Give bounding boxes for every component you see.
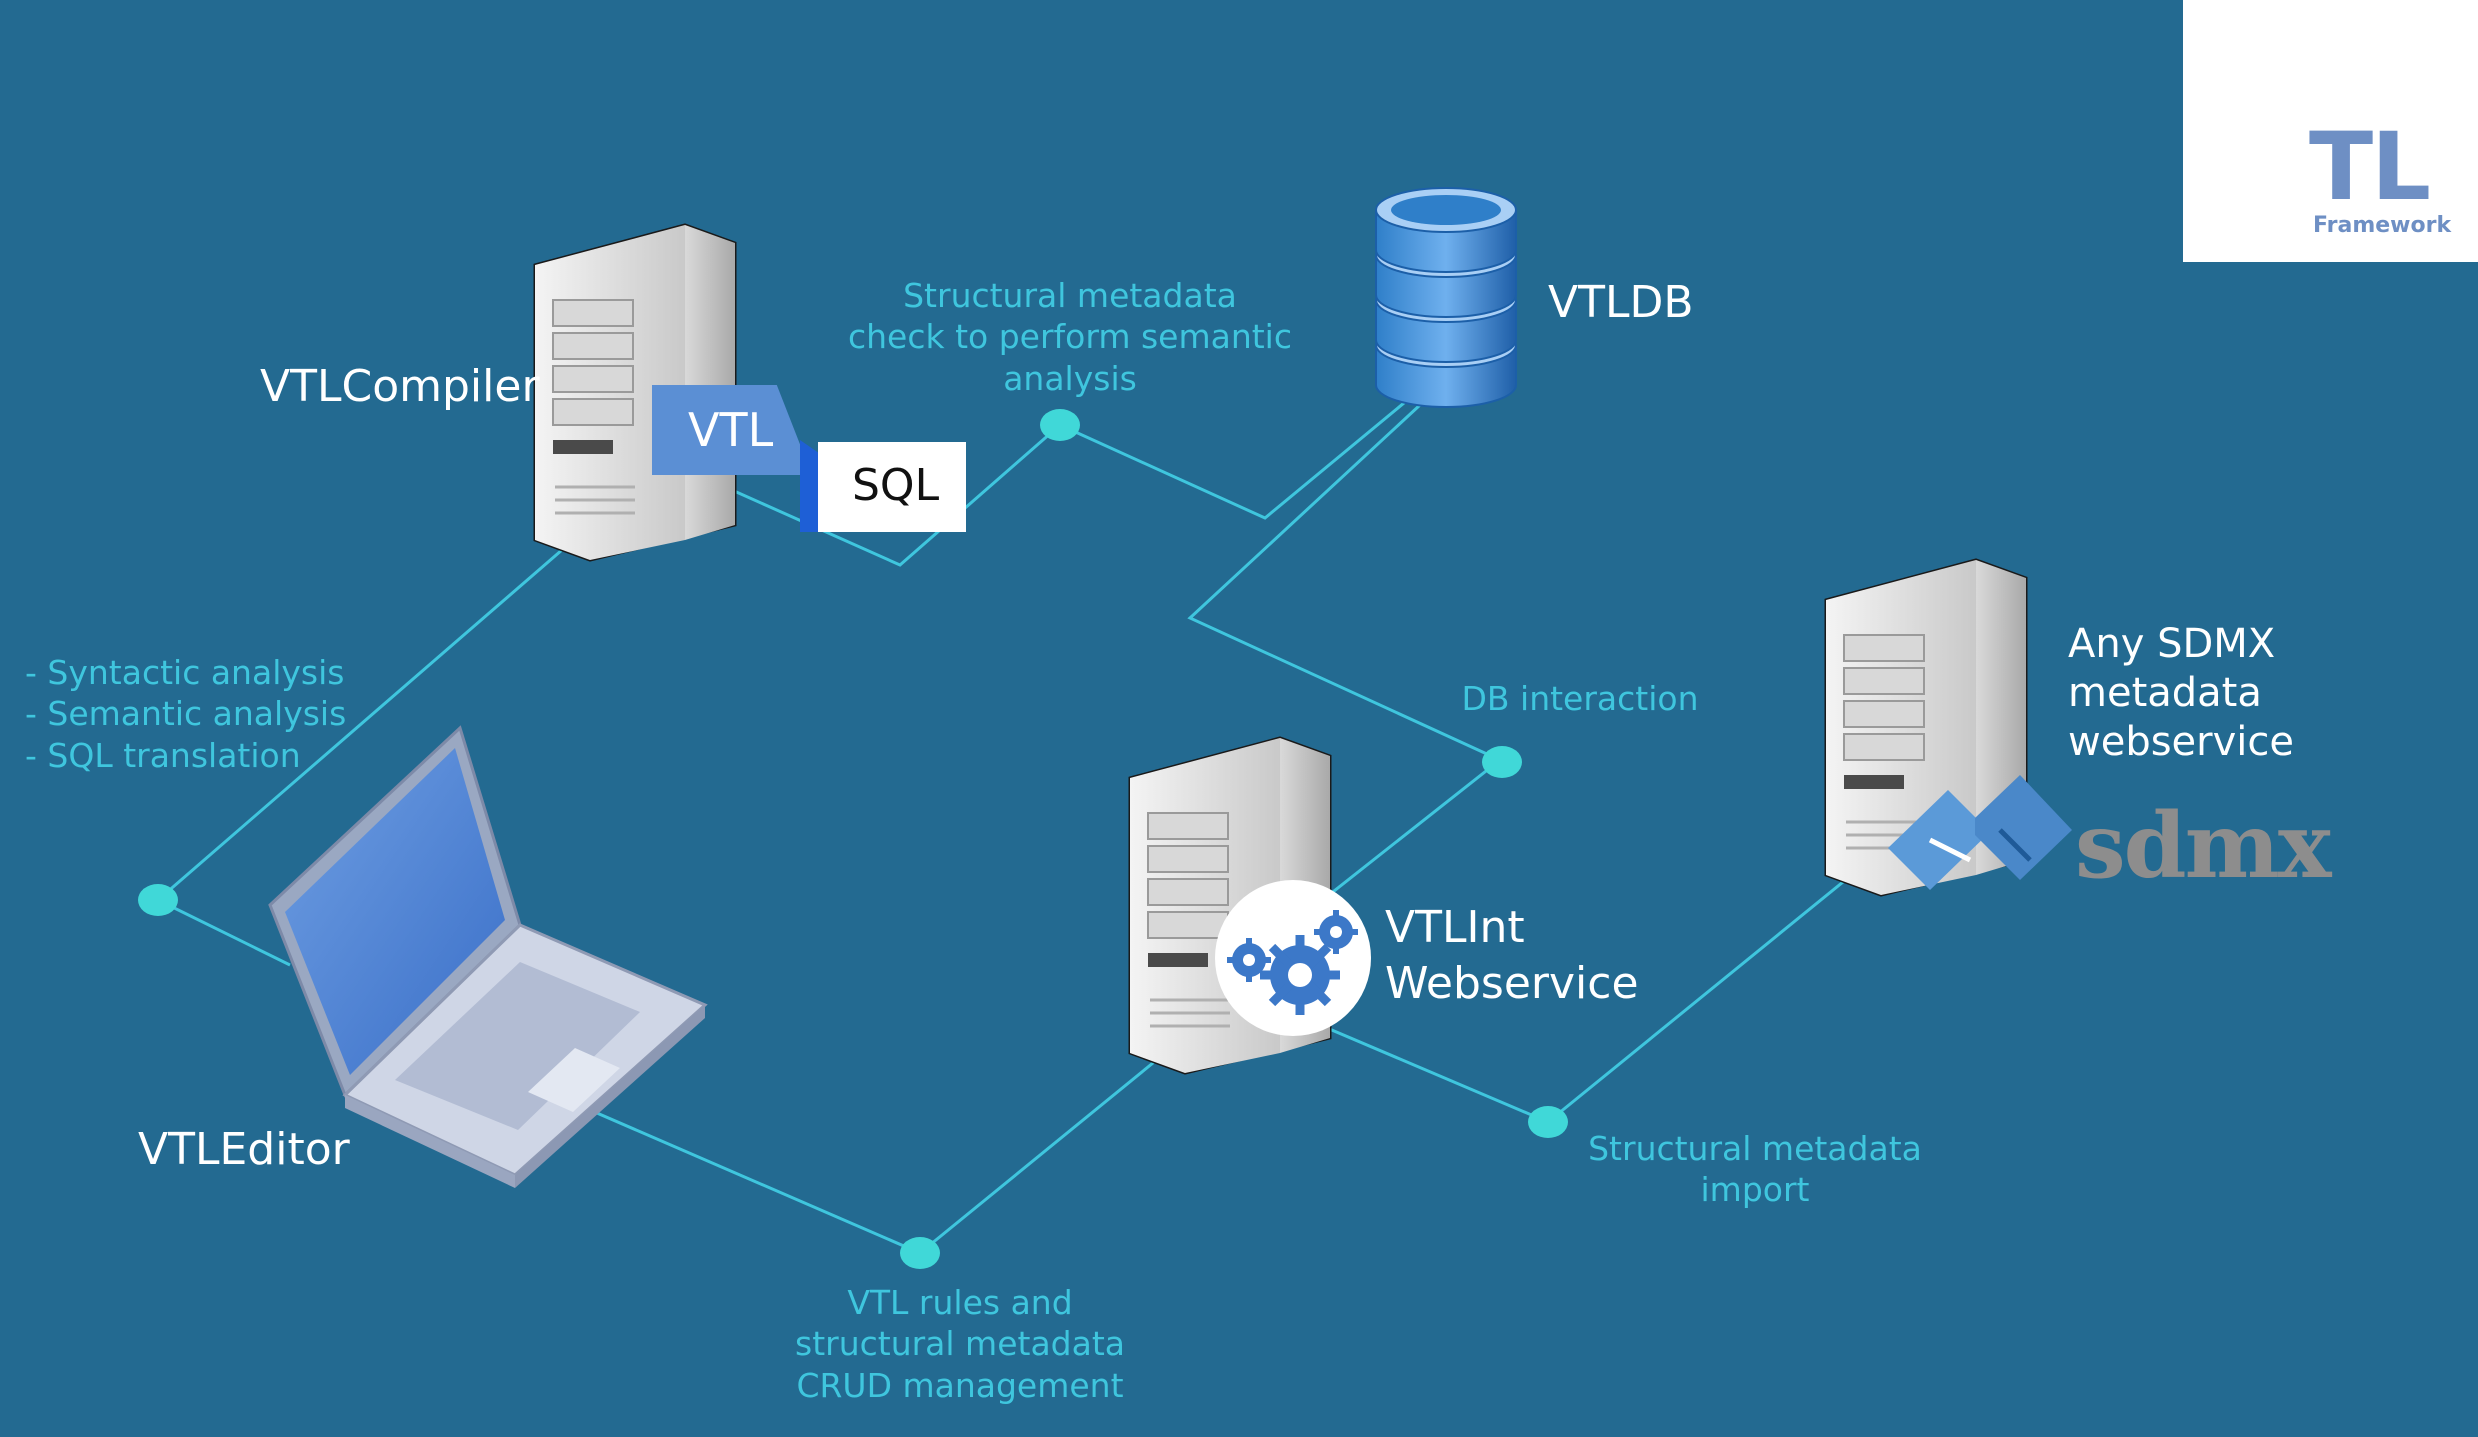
vtl-tag-label: VTL: [688, 403, 774, 457]
link-webservice-import: [1319, 1023, 1549, 1124]
sdmx-service-label: Any SDMX metadata webservice: [2068, 621, 2294, 765]
connector-nodes: [138, 409, 1568, 1269]
logo-subtitle: Framework: [2313, 213, 2452, 238]
editor-label: VTLEditor: [138, 1124, 350, 1175]
link-check-db: [1059, 396, 1411, 520]
connector-lines: [157, 396, 1871, 1255]
vtl-framework-logo: TL Framework: [2183, 0, 2478, 262]
note-crud-management: VTL rules and structural metadata CRUD m…: [795, 1283, 1125, 1405]
db-label: VTLDB: [1548, 277, 1694, 328]
node-crud-management[interactable]: [900, 1237, 940, 1269]
logo-letters: TL: [2309, 113, 2431, 222]
link-db-interaction: [1187, 403, 1501, 762]
node-metadata-import[interactable]: [1528, 1106, 1568, 1138]
node-semantic-check[interactable]: [1040, 409, 1080, 441]
note-compiler-steps: - Syntactic analysis - Semantic analysis…: [25, 653, 347, 775]
link-compiler-analysis: [157, 528, 586, 902]
laptop-icon[interactable]: [268, 725, 708, 1188]
link-import-sdmx: [1547, 858, 1871, 1124]
link-analysis-editor: [157, 898, 291, 967]
link-compiler-check: [704, 423, 1061, 567]
gears-icon: [1215, 880, 1371, 1036]
note-metadata-import: Structural metadata import: [1588, 1129, 1922, 1210]
sdmx-brand: sdmx: [2075, 793, 2331, 899]
node-compiler-analysis[interactable]: [138, 884, 178, 916]
sdmx-logo-icon: [1888, 775, 2072, 890]
note-db-interaction: DB interaction: [1461, 679, 1699, 718]
compiler-label: VTLCompiler: [260, 361, 540, 412]
database-icon[interactable]: [1375, 187, 1517, 408]
note-semantic-check: Structural metadata check to perform sem…: [847, 276, 1292, 398]
sql-tag: SQL: [818, 442, 966, 532]
sql-tag-label: SQL: [852, 460, 940, 511]
link-interaction-webservice: [1309, 758, 1501, 912]
node-db-interaction[interactable]: [1482, 746, 1522, 778]
link-editor-crud: [589, 1108, 921, 1255]
webservice-label: VTLInt Webservice: [1385, 902, 1639, 1010]
link-crud-webservice: [919, 1043, 1176, 1255]
